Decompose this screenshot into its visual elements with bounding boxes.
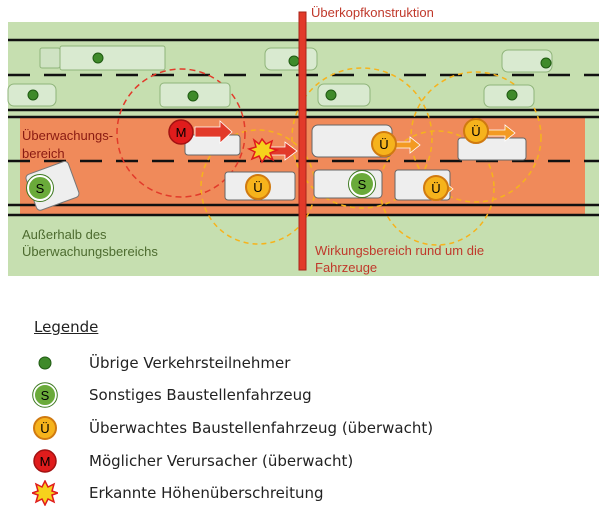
- other-traffic-dot: [92, 52, 104, 64]
- marker-s-label: S: [36, 181, 45, 196]
- truck-vehicle: [59, 45, 166, 71]
- other-traffic-dot: [288, 55, 300, 67]
- monitoring-label-line2: bereich: [22, 146, 65, 161]
- marker-u: Ü: [245, 174, 271, 200]
- marker-m-label: M: [40, 454, 51, 469]
- overhead-structure: [298, 11, 307, 271]
- marker-u-label: Ü: [379, 137, 388, 152]
- other-vehicles: [7, 45, 553, 108]
- legend-item-label: Möglicher Verursacher (überwacht): [89, 452, 354, 470]
- marker-s-label: S: [358, 177, 367, 192]
- car-vehicle: [501, 49, 553, 73]
- marker-u-label: Ü: [40, 421, 49, 436]
- overhead-label: Überkopfkonstruktion: [311, 5, 434, 20]
- arrow-icon: [487, 124, 516, 142]
- arrow-icon: [194, 120, 233, 144]
- marker-s: S: [348, 170, 376, 198]
- marker-m-label: M: [176, 125, 187, 140]
- marker-s-label: S: [41, 388, 50, 403]
- other-traffic-dot: [27, 89, 39, 101]
- marker-u-label: Ü: [471, 124, 480, 139]
- effect-label-line2: Fahrzeuge: [315, 260, 378, 275]
- marker-u: Ü: [463, 118, 489, 144]
- other-traffic-dot: [325, 89, 337, 101]
- causer-effect-circle: [116, 68, 246, 198]
- marker-m-icon: M: [33, 449, 57, 473]
- vehicle-markers: M S S Ü Ü Ü: [26, 118, 489, 202]
- height-exceedance-icon: [32, 480, 58, 506]
- marker-u-label: Ü: [253, 180, 262, 195]
- marker-s-icon: S: [32, 382, 58, 408]
- marker-u: Ü: [371, 131, 397, 157]
- arrow-icon: [269, 141, 298, 161]
- other-traffic-icon: [38, 356, 52, 370]
- marker-u: Ü: [423, 175, 449, 201]
- legend-item-label: Erkannte Höhenüberschreitung: [89, 484, 324, 502]
- effect-label-line1: Wirkungsbereich rund um die: [315, 243, 485, 258]
- legend-title: Legende: [34, 318, 99, 336]
- marker-u-icon: Ü: [33, 416, 57, 440]
- legend-item-label: Überwachtes Baustellenfahrzeug (überwach…: [89, 419, 434, 437]
- other-traffic-dot: [540, 57, 552, 69]
- causer-arrows: [194, 120, 298, 161]
- other-traffic-dot: [506, 89, 518, 101]
- marker-s: S: [26, 174, 54, 202]
- height-exceedance-icon: [246, 137, 280, 164]
- legend-item-label: Sonstiges Baustellenfahrzeug: [89, 386, 312, 404]
- marker-m: M: [168, 119, 194, 145]
- marker-u-label: Ü: [431, 181, 440, 196]
- legend-item-label: Übrige Verkehrsteilnehmer: [89, 354, 291, 372]
- monitoring-label-line1: Überwachungs-: [22, 128, 114, 143]
- outside-label-line1: Außerhalb des: [22, 227, 107, 242]
- excavator-vehicle: [184, 134, 241, 156]
- other-traffic-dot: [187, 90, 199, 102]
- outside-label-line2: Überwachungsbereichs: [22, 244, 158, 259]
